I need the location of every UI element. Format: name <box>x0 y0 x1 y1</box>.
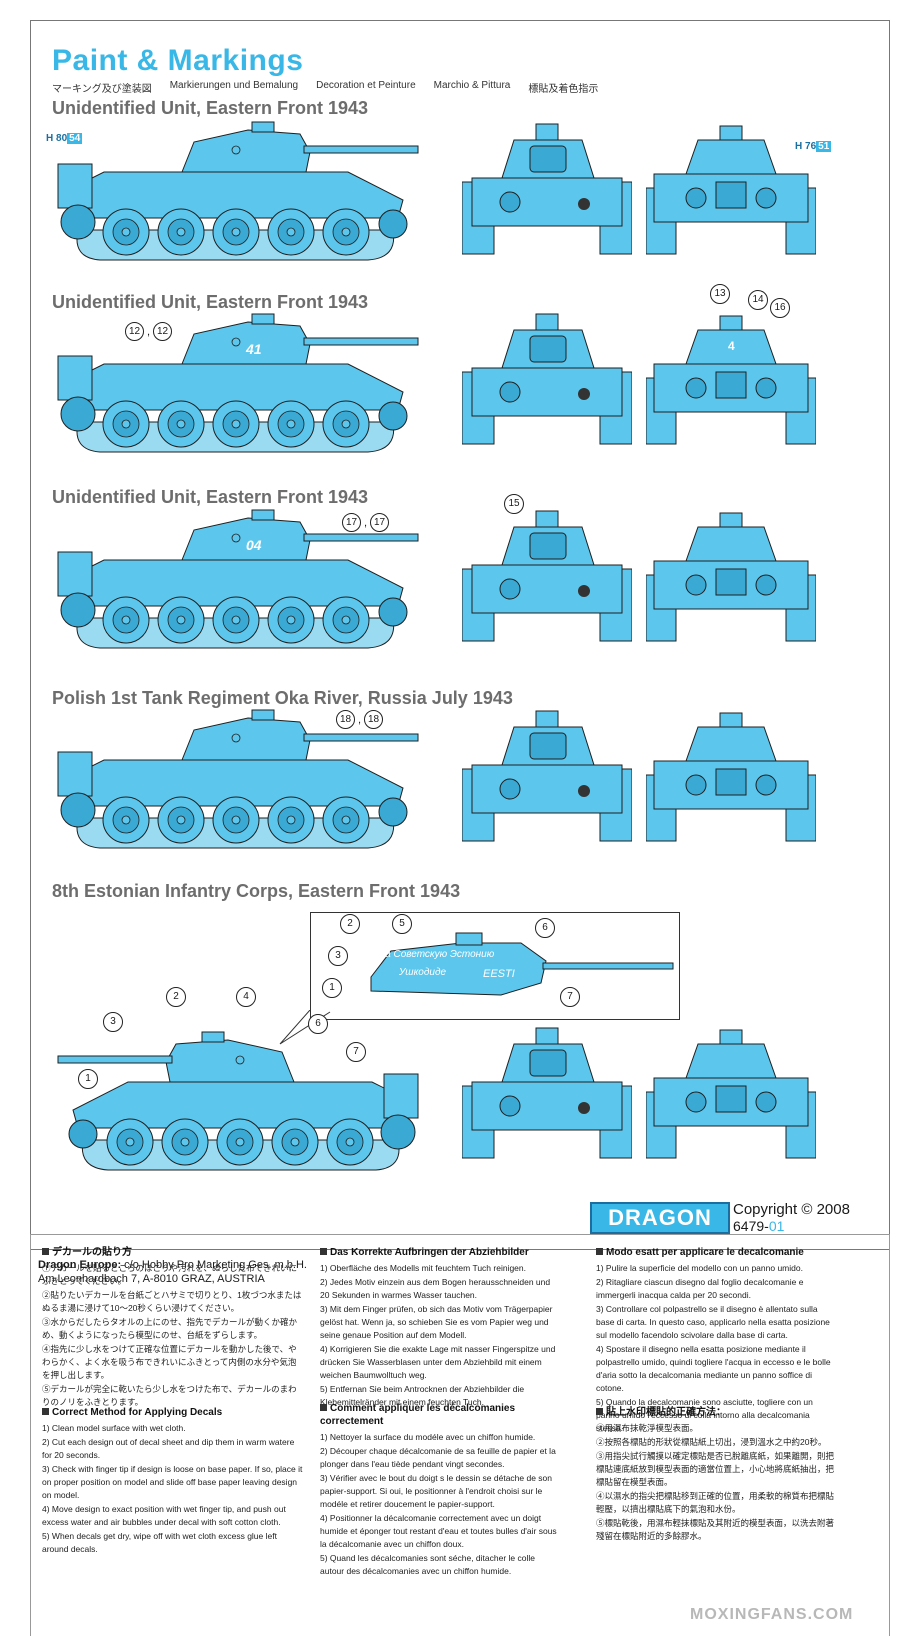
side-callout-6: 6 <box>308 1014 328 1034</box>
tank-front-view-2 <box>462 308 632 448</box>
tank-front-view-4 <box>462 705 632 845</box>
subtitle-de: Markierungen und Bemalung <box>169 80 299 91</box>
tank-side-view-4 <box>48 708 428 858</box>
turret-detail-drawing: За Советскую Эстонию Ушкодиде EESTI <box>370 932 674 996</box>
callout-17: 17,17 <box>342 513 390 532</box>
tank-side-view-3: 04 <box>48 508 428 658</box>
tank-front-rear-views-2: 4 <box>462 308 816 448</box>
tank-side-view-1 <box>48 120 428 270</box>
subtitle-row: マーキング及び塗装図 Markierungen und Bemalung Dec… <box>52 80 598 95</box>
tank-front-view-5 <box>462 1022 632 1162</box>
turret-detail-inset: За Советскую Эстонию Ушкодиде EESTI <box>310 912 680 1020</box>
tank-front-rear-views-4 <box>462 705 816 845</box>
detail-callout-5: 5 <box>392 914 412 934</box>
dragon-logo: DRAGON <box>590 1202 730 1234</box>
scheme-heading-1: Unidentified Unit, Eastern Front 1943 <box>52 98 369 118</box>
scheme-heading-5: 8th Estonian Infantry Corps, Eastern Fro… <box>52 881 461 901</box>
tank-side-view-2: 41 <box>48 312 428 462</box>
tank-rear-view-5 <box>646 1022 816 1162</box>
tank-rear-view-1 <box>646 118 816 258</box>
side-callout-2: 2 <box>166 987 186 1007</box>
detail-callout-7: 7 <box>560 987 580 1007</box>
callout-12: 12,12 <box>125 322 173 341</box>
svg-text:41: 41 <box>245 341 262 357</box>
callout-14: 14 <box>748 290 768 310</box>
callout-16: 16 <box>770 298 790 318</box>
tank-rear-view-2: 4 <box>646 308 816 448</box>
side-callout-3: 3 <box>103 1012 123 1032</box>
detail-callout-1: 1 <box>322 978 342 998</box>
detail-slogan-3: EESTI <box>483 968 515 980</box>
watermark: MOXINGFANS.COM <box>690 1606 854 1623</box>
callout-13: 13 <box>710 284 730 304</box>
detail-callout-3: 3 <box>328 946 348 966</box>
detail-slogan-1: За Советскую Эстонию <box>379 949 495 960</box>
tank-front-rear-views-1 <box>462 118 816 258</box>
page-title: Paint & Markings <box>52 44 304 77</box>
tank-rear-view-3 <box>646 505 816 645</box>
instructions-fr: Comment appliquer les décalcomanies corr… <box>320 1403 557 1576</box>
tank-rear-view-4 <box>646 705 816 845</box>
detail-callout-2: 2 <box>340 914 360 934</box>
side-callout-4: 4 <box>236 987 256 1007</box>
subtitle-zh: 標貼及着色指示 <box>528 84 599 95</box>
scheme-heading-4: Polish 1st Tank Regiment Oka River, Russ… <box>52 688 513 708</box>
callout-15: 15 <box>504 494 524 514</box>
detail-slogan-2: Ушкодиде <box>398 967 446 978</box>
product-code: 6479-01 <box>733 1218 785 1234</box>
instructions-jp: デカールの貼り方 ①デカールを貼るところのほこりや汚れを、ぬらした布できれいにふ… <box>42 1247 302 1407</box>
instructions-zh: 貼上水印標貼的正確方法： ①用濕布抹乾淨模型表面。 ②按照各標貼的形狀從標貼紙上… <box>596 1407 835 1541</box>
scheme-heading-3: Unidentified Unit, Eastern Front 1943 <box>52 487 369 507</box>
instructions-en: Correct Method for Applying Decals 1) Cl… <box>42 1407 303 1554</box>
svg-text:4: 4 <box>728 339 735 353</box>
company-address: Dragon Europe: c/o Hobby Pro Marketing G… <box>38 1259 307 1285</box>
svg-text:04: 04 <box>246 537 262 553</box>
tank-side-view-5 <box>48 1030 428 1180</box>
side-callout-1: 1 <box>78 1069 98 1089</box>
tank-front-rear-views-5 <box>462 1022 816 1162</box>
tank-front-view-3 <box>462 505 632 645</box>
tank-front-view-1 <box>462 118 632 258</box>
instructions-de: Das Korrekte Aufbringen der Abziehbilder… <box>320 1247 556 1407</box>
subtitle-jp: マーキング及び塗装図 <box>52 84 152 95</box>
side-callout-7: 7 <box>346 1042 366 1062</box>
scheme-heading-2: Unidentified Unit, Eastern Front 1943 <box>52 292 369 312</box>
detail-callout-6: 6 <box>535 918 555 938</box>
tank-front-rear-views-3 <box>462 505 816 645</box>
subtitle-fr: Decoration et Peinture <box>316 80 416 91</box>
subtitle-it: Marchio & Pittura <box>433 80 511 91</box>
instructions-it: Modo esatt per applicare le decalcomanie… <box>596 1247 831 1433</box>
copyright-text: Copyright © 2008 <box>733 1201 850 1218</box>
callout-18: 18,18 <box>336 710 384 729</box>
instructions-panel <box>30 1234 890 1636</box>
